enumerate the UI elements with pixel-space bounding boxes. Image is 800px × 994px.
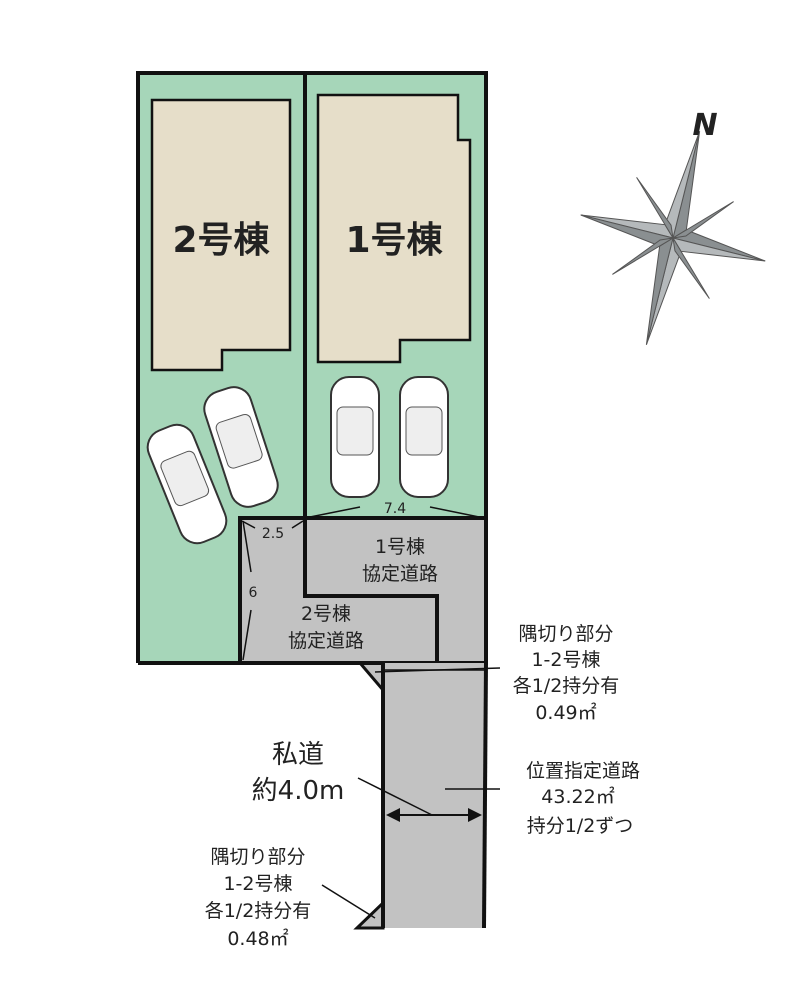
- private-road-label-line2: 約4.0m: [252, 776, 345, 806]
- corner-cut-bottom-line4: 0.48㎡: [227, 927, 288, 950]
- car-icon: [203, 386, 279, 508]
- car-icon: [399, 376, 449, 498]
- frontage-dimension: 7.4: [384, 501, 406, 517]
- building-2: [150, 98, 292, 372]
- building-2-label: 2号棟: [172, 220, 270, 261]
- designated-road-line3: 持分1/2ずつ: [527, 815, 634, 837]
- road-1-label-line2: 協定道路: [362, 563, 438, 585]
- lot-boundary: [136, 71, 488, 663]
- designated-road-line1: 位置指定道路: [526, 760, 640, 782]
- corner-dimension: 2.5: [262, 526, 284, 542]
- car-icon: [146, 423, 228, 545]
- road-2-label-line2: 協定道路: [288, 630, 364, 652]
- private-road-label-line1: 私道: [272, 740, 324, 770]
- corner-cut-top: [356, 661, 385, 695]
- corner-cut-top-line2: 1-2号棟: [531, 649, 600, 671]
- designated-road-line2: 43.22㎡: [541, 785, 614, 808]
- corner-cut-top-line1: 隅切り部分: [518, 623, 613, 645]
- depth-dimension: 6: [249, 585, 258, 601]
- private-road: [383, 663, 486, 928]
- compass-icon: [580, 131, 766, 345]
- compass-north-label: N: [692, 108, 717, 143]
- building-1: [316, 93, 472, 364]
- corner-cut-bottom-line1: 隅切り部分: [210, 846, 305, 868]
- corner-cut-top-line4: 0.49㎡: [535, 701, 596, 724]
- car-icon: [330, 376, 380, 498]
- building-1-label: 1号棟: [345, 220, 443, 261]
- corner-cut-top-line3: 各1/2持分有: [513, 675, 620, 697]
- corner-cut-bottom-line2: 1-2号棟: [223, 873, 292, 895]
- road-1-label-line1: 1号棟: [375, 536, 425, 558]
- road-2-label-line1: 2号棟: [301, 603, 351, 625]
- corner-cut-bottom-line3: 各1/2持分有: [205, 900, 312, 922]
